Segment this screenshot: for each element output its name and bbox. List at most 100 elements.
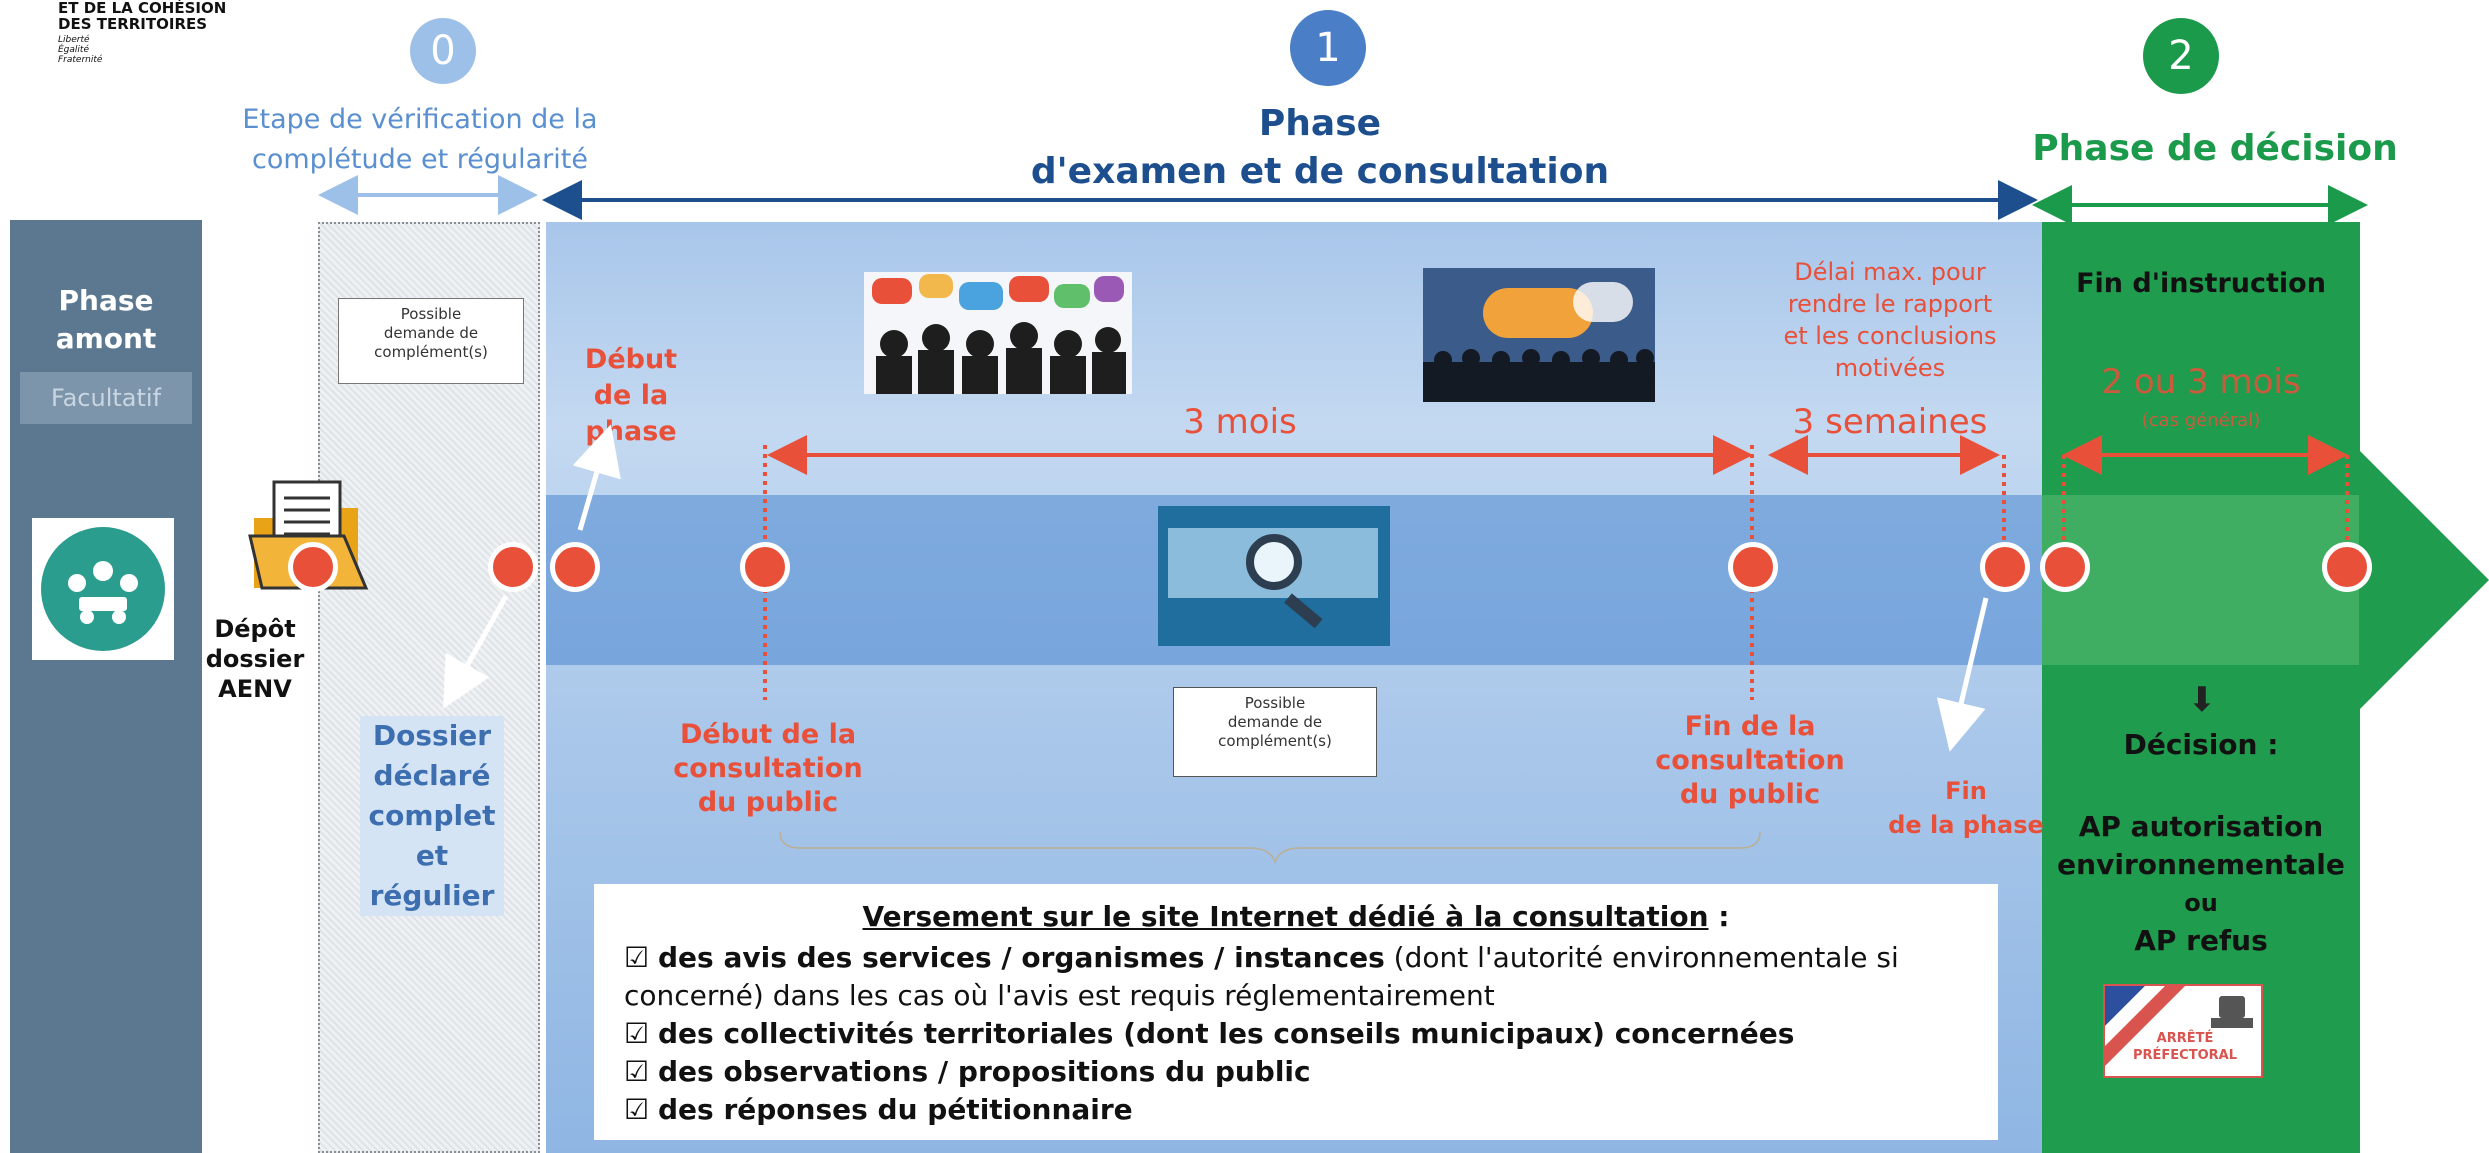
complement-box-line3: complément(s) [374,343,488,361]
ap-line1: AP autorisation [2078,810,2324,843]
dot-debut-phase [550,542,600,592]
fin-phase-line2: de la phase [1888,811,2044,839]
phase-amont-line2: amont [55,322,157,355]
debut-consultation-line1: Début de la [679,719,857,750]
step-0-title-line1: Etape de vérification de la [242,104,598,135]
step-1-title: Phase d'examen et de consultation [960,100,1680,196]
delai-max-label: Délai max. pour rendre le rapport et les… [1760,256,2020,384]
dot-dossier-complet [488,542,538,592]
duree-note: (cas général) [2141,410,2261,431]
versement-title-row: Versement sur le site Internet dédié à l… [624,900,1968,933]
meeting-icon [32,518,174,660]
complement-box2-line3: complément(s) [1218,732,1332,750]
facultatif-label: Facultatif [20,372,192,424]
checkbox-icon: ☑ [624,941,650,974]
phase-amont-line1: Phase [58,284,154,317]
complement-box-line2: demande de [383,324,479,342]
debut-phase-label: Début de la phase [546,342,716,450]
fin-phase-line1: Fin [1945,777,1987,805]
stamp-text: ARRÊTÉ PRÉFECTORAL [2105,1030,2265,1064]
step-0-title: Etape de vérification de la complétude e… [190,100,650,180]
dossier-line5: régulier [369,879,495,912]
dot-decision-start [2040,542,2090,592]
delai-max-line3: et les conclusions [1783,322,1997,350]
duration-3-mois: 3 mois [1183,402,1297,442]
debut-consultation-label: Début de la consultation du public [668,718,868,820]
dot-debut-consultation [740,542,790,592]
conference-illustration [1423,268,1655,402]
dot-fin-consultation [1728,542,1778,592]
fin-instruction-label: Fin d'instruction [2076,268,2326,299]
complement-box2-line2: demande de [1227,713,1323,731]
versement-item-bold: des avis des services / organismes / ins… [658,941,1385,974]
debut-consultation-line2: consultation [673,753,863,784]
ministry-logo: ET DE LA COHÉSION DES TERRITOIRES Libert… [58,0,278,65]
complement-box-line1: Possible [400,305,462,323]
delai-max-line4: motivées [1834,354,1946,382]
step-1-title-line1: Phase [1258,103,1382,144]
depot-label: Dépôt dossier AENV [200,614,310,704]
duree-label: 2 ou 3 mois [2101,362,2301,402]
step-2-band [2042,495,2360,665]
logo-line-2: DES TERRITOIRES [58,15,208,33]
phase-amont-column: Phase amont Facultatif [10,220,202,1153]
versement-item-rest: (dont l'autorité environnementale si con… [624,941,1899,1012]
versement-item: ☑ des observations / propositions du pub… [624,1053,1968,1091]
depot-line2: dossier [205,645,305,673]
phase-amont-title: Phase amont [10,282,202,358]
dossier-line3: complet [368,799,496,832]
versement-item: ☑ des avis des services / organismes / i… [624,939,1968,1015]
dot-decision-end [2322,542,2372,592]
complement-box-step0: Possible demande de complément(s) [338,298,524,384]
versement-title: Versement sur le site Internet dédié à l… [862,900,1709,933]
stamp-line1: ARRÊTÉ [2156,1031,2214,1046]
duration-3-semaines: 3 semaines [1792,402,1988,442]
checkbox-icon: ☑ [624,1017,650,1050]
green-arrow-head [2359,450,2489,710]
arrete-prefectoral-stamp: ARRÊTÉ PRÉFECTORAL [2103,984,2263,1078]
dot-fin-phase [1980,542,2030,592]
decision-label: Décision : [2123,728,2279,761]
checkbox-icon: ☑ [624,1093,650,1126]
fin-consultation-line3: du public [1679,779,1821,810]
checkbox-icon: ☑ [624,1055,650,1088]
versement-item-bold: des collectivités territoriales (dont le… [658,1017,1795,1050]
logo-line-1: ET DE LA COHÉSION [58,0,227,17]
motto-1: Liberté [58,35,90,45]
fin-phase-label: Fin de la phase [1886,774,2046,842]
versement-item-bold: des observations / propositions du publi… [658,1055,1311,1088]
depot-line1: Dépôt [214,615,296,643]
motto-3: Fraternité [58,55,103,65]
fin-consultation-line2: consultation [1655,745,1845,776]
versement-item: ☑ des réponses du pétitionnaire [624,1091,1968,1129]
stamp-line2: PRÉFECTORAL [2133,1048,2237,1063]
fin-consultation-label: Fin de la consultation du public [1650,710,1850,812]
ap-autorisation: AP autorisation environnementale ou AP r… [2042,808,2360,960]
motto-2: Égalité [58,45,89,55]
step-0-title-line2: complétude et régularité [252,144,588,175]
dossier-complet-label: Dossier déclaré complet et régulier [360,716,504,916]
dossier-line1: Dossier [372,719,492,752]
delai-max-line1: Délai max. pour [1794,258,1986,286]
step-2-badge: 2 [2143,18,2219,94]
depot-line3: AENV [218,675,292,703]
review-illustration [1158,506,1390,646]
complement-box-step1: Possible demande de complément(s) [1173,687,1377,777]
step-2-number: 2 [2168,33,2194,79]
dossier-line2: déclaré [373,759,491,792]
step-1-badge: 1 [1290,10,1366,86]
ap-refus: AP refus [2134,924,2268,957]
motto: Liberté Égalité Fraternité [58,35,278,65]
versement-item: ☑ des collectivités territoriales (dont … [624,1015,1968,1053]
dossier-line4: et [415,839,449,872]
step-2-title: Phase de décision [2032,128,2398,169]
fin-consultation-line1: Fin de la [1684,711,1816,742]
complement-box2-line1: Possible [1244,694,1306,712]
delai-max-line2: rendre le rapport [1787,290,1993,318]
step-0-badge: 0 [410,18,476,84]
versement-box: Versement sur le site Internet dédié à l… [594,884,1998,1140]
decision-arrow-icon: ⬇ [2187,680,2217,720]
step-1-number: 1 [1315,25,1341,71]
step-1-title-line2: d'examen et de consultation [1030,151,1610,192]
